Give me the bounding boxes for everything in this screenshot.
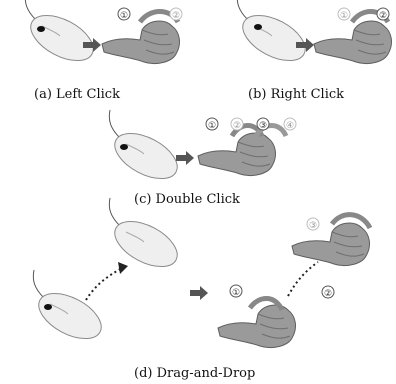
- hand-icon: [313, 20, 392, 65]
- left-button-highlight: [37, 26, 45, 32]
- step-badge: [229, 284, 243, 298]
- hand-icon: [197, 132, 276, 177]
- arrow-icon: [190, 286, 208, 300]
- hand-icon: [217, 304, 296, 349]
- step-label: ①: [232, 288, 240, 298]
- step-label: ②: [379, 11, 387, 21]
- caption-right-click: (b) Right Click: [248, 87, 345, 102]
- click-motion-arrow: [247, 296, 285, 312]
- mouse-icon: [31, 269, 109, 349]
- step-label: ②: [324, 289, 332, 299]
- hand-icon: [291, 222, 370, 267]
- drag-path: [85, 267, 123, 301]
- hand-icon: [101, 20, 180, 65]
- left-button-highlight: [120, 144, 128, 150]
- step-badge: [306, 217, 320, 231]
- panel-right-click: ① ②: [235, 0, 392, 71]
- caption-double-click: (c) Double Click: [134, 192, 240, 207]
- step-label: ②: [172, 11, 180, 21]
- click-motion-arrow: [253, 123, 289, 138]
- step-badge: [256, 117, 270, 131]
- step-badge: [169, 7, 183, 21]
- drag-arrowhead: [118, 262, 128, 274]
- step-label: ④: [286, 121, 294, 131]
- drag-path: [287, 261, 319, 297]
- step-badge: [117, 7, 131, 21]
- step-badge: [321, 285, 335, 299]
- release-motion-arrow: [329, 212, 373, 230]
- step-label: ②: [233, 121, 241, 131]
- panel-double-click: ① ② ③ ④: [107, 109, 297, 189]
- mouse-icon: [235, 0, 313, 71]
- step-badge: [283, 117, 297, 131]
- step-label: ①: [340, 11, 348, 21]
- caption-left-click: (a) Left Click: [34, 87, 120, 102]
- right-button-highlight: [254, 24, 262, 30]
- step-label: ①: [120, 11, 128, 21]
- step-badge: [205, 117, 219, 131]
- step-label: ①: [208, 121, 216, 131]
- step-badge: [230, 117, 244, 131]
- step-badge: [376, 7, 390, 21]
- step-badge: [337, 7, 351, 21]
- panel-left-click: ① ②: [23, 0, 183, 71]
- step-label: ③: [259, 121, 267, 131]
- caption-drag-and-drop: (d) Drag-and-Drop: [134, 366, 256, 381]
- left-button-highlight: [44, 304, 52, 310]
- step-label: ③: [309, 221, 317, 231]
- panel-drag-and-drop: ① ② ③: [31, 197, 373, 349]
- mouse-icon: [107, 109, 185, 189]
- arrow-icon: [176, 151, 194, 165]
- mouse-icon: [23, 0, 101, 71]
